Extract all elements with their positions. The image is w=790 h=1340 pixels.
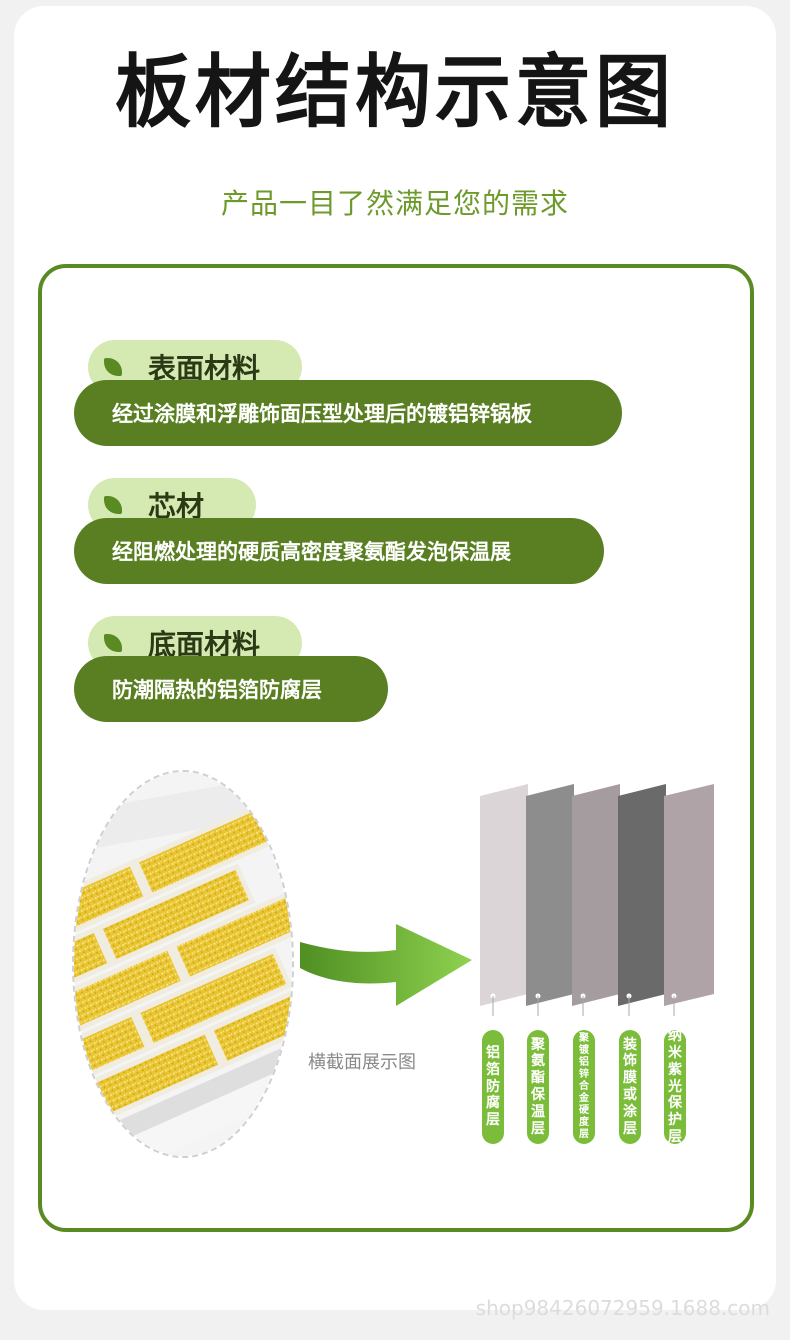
layer-panel-2 xyxy=(526,784,574,1006)
section-desc: 经过涂膜和浮雕饰面压型处理后的镀铝锌锅板 xyxy=(112,402,532,426)
layer-label-5: 纳米紫光保护层 xyxy=(664,1028,686,1145)
section-desc-bottom: 防潮隔热的铝箔防腐层 xyxy=(74,656,388,722)
page-title: 板材结构示意图 xyxy=(115,45,675,139)
section-desc: 经阻燃处理的硬质高密度聚氨酯发泡保温展 xyxy=(112,540,511,564)
arrow-right-icon xyxy=(300,924,472,1006)
section-desc-surface: 经过涂膜和浮雕饰面压型处理后的镀铝锌锅板 xyxy=(74,380,622,446)
section-label: 底面材料 xyxy=(148,628,261,661)
layer-label-4: 装饰膜或涂层 xyxy=(619,1030,641,1144)
layer-label-1: 铝箔防腐层 xyxy=(482,1030,504,1144)
layer-panels xyxy=(480,784,714,1016)
brick-pattern-illustration xyxy=(74,772,292,1156)
leaf-icon xyxy=(104,358,122,376)
leaf-icon xyxy=(104,634,122,652)
page-subtitle: 产品一目了然满足您的需求 xyxy=(220,187,569,220)
product-closeup-image xyxy=(72,770,294,1158)
leaf-icon xyxy=(104,496,122,514)
cross-section-caption: 横截面展示图 xyxy=(308,1052,416,1073)
section-desc-core: 经阻燃处理的硬质高密度聚氨酯发泡保温展 xyxy=(74,518,604,584)
section-label: 芯材 xyxy=(148,490,205,523)
layer-panel-3 xyxy=(572,784,620,1006)
layer-panel-1 xyxy=(480,784,528,1006)
layer-panel-5 xyxy=(664,784,714,1006)
section-desc: 防潮隔热的铝箔防腐层 xyxy=(112,678,322,702)
watermark-text: shop98426072959.1688.com xyxy=(475,1296,770,1320)
section-label: 表面材料 xyxy=(148,352,261,385)
layer-label-2: 聚氨酯保温层 xyxy=(527,1030,549,1144)
layer-panel-4 xyxy=(618,784,666,1006)
layer-label-3: 聚镀铝锌合金硬度层 xyxy=(573,1030,595,1144)
